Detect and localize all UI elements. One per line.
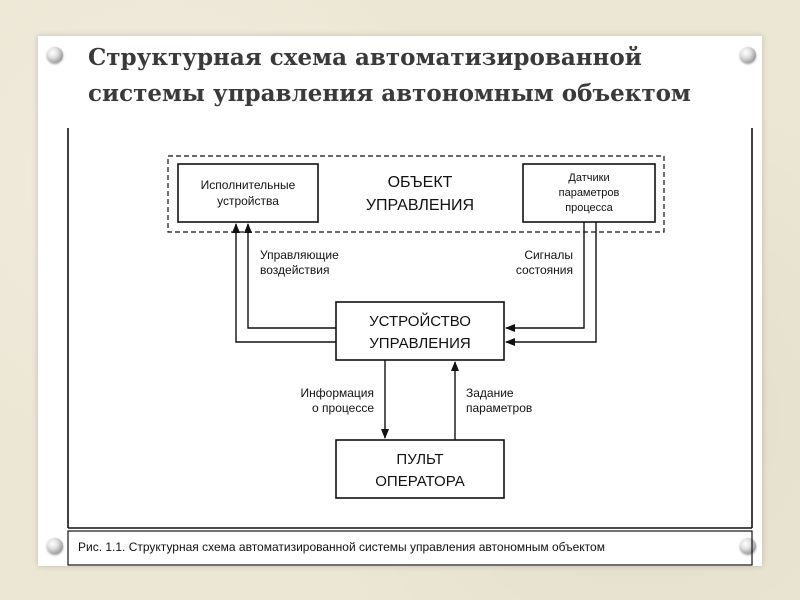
operator-console-box <box>335 439 505 499</box>
pin-icon <box>740 47 756 63</box>
controller-box <box>335 301 505 361</box>
operator-console-label-line-2: ОПЕРАТОРА <box>375 473 464 490</box>
state-signals-arrow-inner <box>505 222 585 332</box>
slide-title-line-1: Структурная схема автоматизированной <box>88 44 642 71</box>
control-actions-label-line-1: Управляющие <box>260 248 339 262</box>
slide-title: Структурная схема автоматизированной сис… <box>88 40 788 112</box>
slide-title-line-2: системы управления автономным объектом <box>88 80 691 107</box>
control-actions-label-line-2: воздействия <box>260 263 329 277</box>
controller-label-line-2: УПРАВЛЕНИЯ <box>369 335 470 352</box>
actuators-label-line-1: Исполнительные <box>201 178 296 192</box>
parameter-setting-label-line-1: Задание <box>466 386 514 400</box>
sensors-label-line-3: процесса <box>565 202 613 214</box>
state-signals-arrow-outer <box>505 222 597 346</box>
control-actions-arrow-inner <box>244 223 336 329</box>
actuators-box <box>177 163 319 223</box>
figure-caption: Рис. 1.1. Структурная схема автоматизиро… <box>78 540 605 554</box>
sensors-label-line-2: параметров <box>559 187 620 199</box>
controller-label-line-1: УСТРОЙСТВО <box>369 312 471 330</box>
caption-frame <box>67 530 753 566</box>
pin-icon <box>47 538 63 554</box>
state-signals-label-line-2: состояния <box>516 263 573 277</box>
pin-icon <box>47 47 63 63</box>
operator-console-label-line-1: ПУЛЬТ <box>396 451 443 468</box>
control-object-title-line-1: ОБЪЕКТ <box>388 174 453 191</box>
control-actions-arrow-outer <box>232 223 336 343</box>
control-object-boundary <box>167 155 665 233</box>
control-object-title-line-2: УПРАВЛЕНИЯ <box>366 197 474 214</box>
process-info-label-line-1: Информация <box>301 386 374 400</box>
sensors-box <box>522 163 656 223</box>
parameter-setting-label-line-2: параметров <box>466 401 532 415</box>
sensors-label-line-1: Датчики <box>568 172 609 184</box>
actuators-label-line-2: устройства <box>217 194 279 208</box>
state-signals-label-line-1: Сигналы <box>524 248 573 262</box>
process-info-label-line-2: о процессе <box>312 401 374 415</box>
